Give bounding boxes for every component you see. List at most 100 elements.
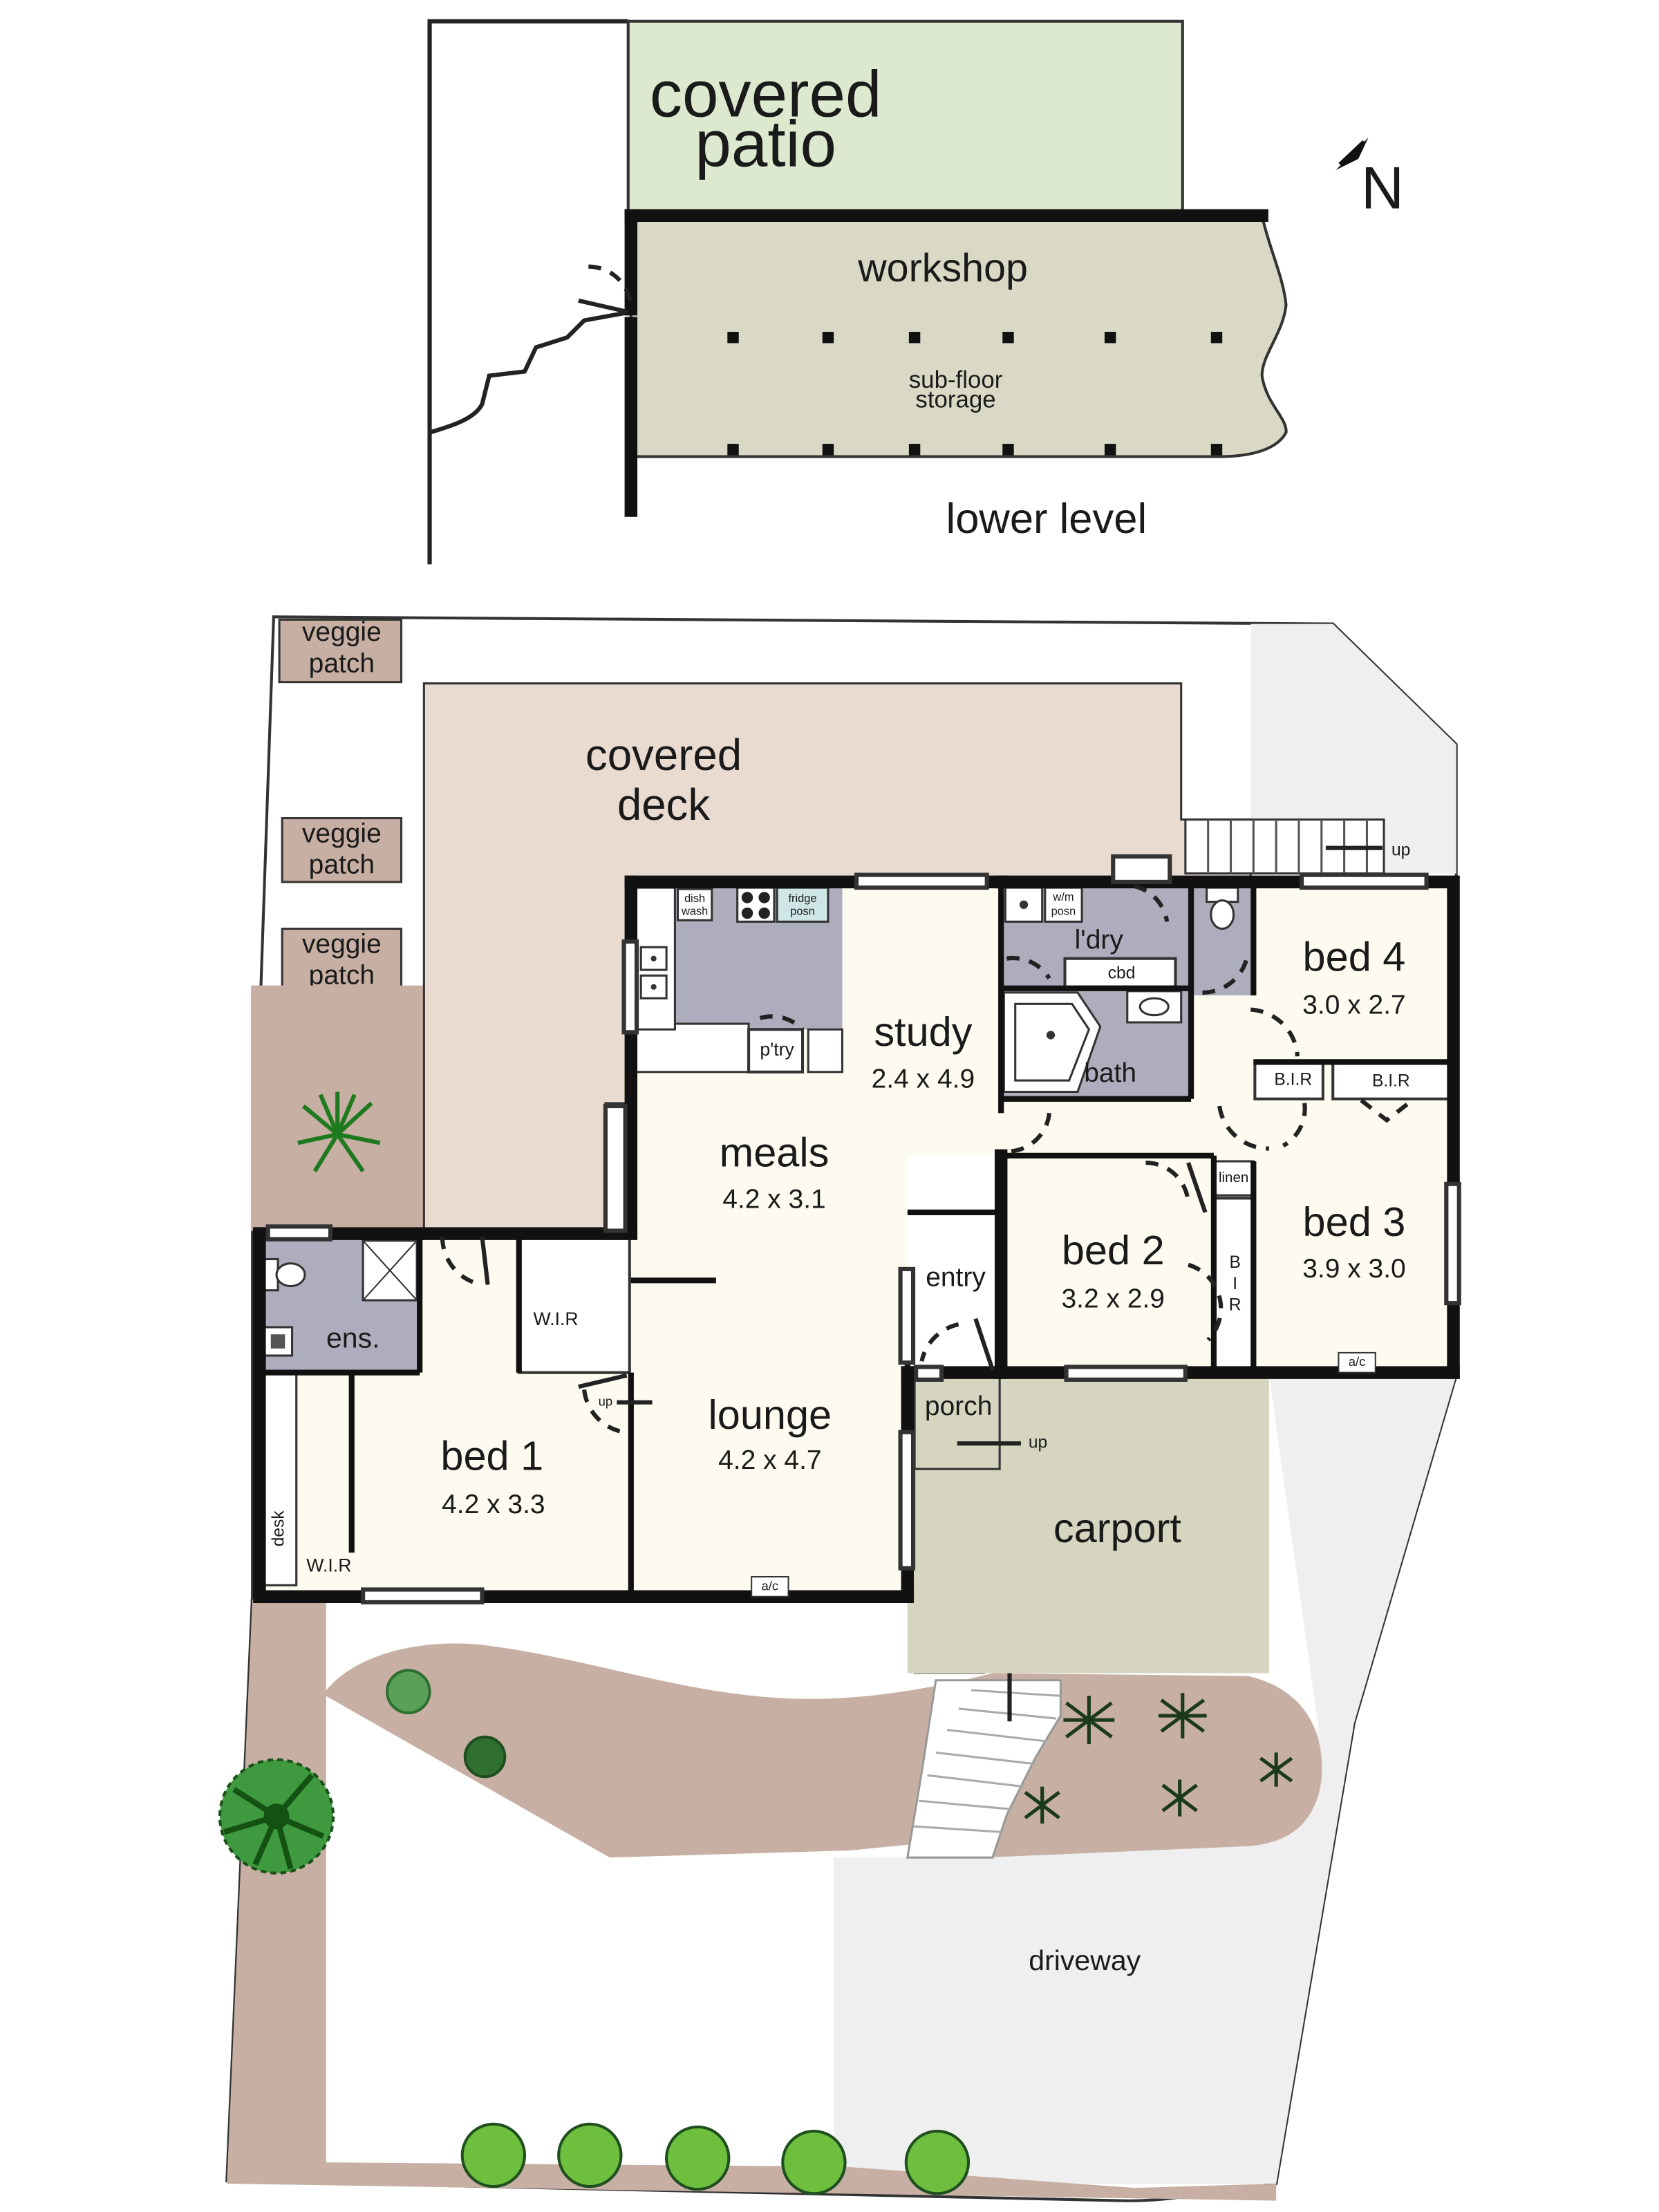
shrub-icon [460, 2122, 971, 2195]
washing-machine [1044, 886, 1083, 923]
bir-bed4 [1253, 1060, 1324, 1100]
covered-deck-label: covered [585, 731, 742, 780]
bed2-floor [1001, 1155, 1214, 1373]
bir-bed2-label-i: I [1232, 1275, 1237, 1293]
sink-icon [1004, 886, 1044, 923]
veggie-patch-2 [281, 817, 403, 883]
dishwasher-label-2: wash [681, 905, 708, 917]
ac-bed3 [1338, 1351, 1376, 1374]
bed1-step-up-label: up [599, 1394, 613, 1409]
veggie-patch-3-label: veggie [302, 930, 382, 959]
lounge-dimensions: 4.2 x 4.7 [718, 1445, 821, 1475]
lower-level-title: lower level [946, 495, 1147, 543]
house: p'try W.I.R desk W.I.R B.I.R B.I.R linen… [253, 854, 1461, 1674]
linen-label: linen [1219, 1170, 1248, 1185]
bir-bed2-label-b: B [1229, 1253, 1240, 1272]
shrub-icon [385, 1669, 507, 1779]
pantry-label: p'try [760, 1039, 794, 1060]
ac-lounge-label: a/c [762, 1578, 779, 1593]
shower-icon [362, 1239, 418, 1302]
front-garden-bed [323, 1643, 1322, 1858]
pantry-side [807, 1028, 843, 1074]
bir-bed2 [1213, 1197, 1255, 1370]
veggie-patch-1-label: veggie [302, 617, 382, 647]
step-arrows: up up [599, 1394, 1048, 1452]
subfloor-storage-label-2: storage [915, 386, 995, 413]
bir-bed3-label: B.I.R [1372, 1072, 1410, 1091]
bed3-label: bed 3 [1303, 1199, 1406, 1245]
wir-bed1 [517, 1235, 631, 1374]
covered-deck-label-2: deck [617, 780, 711, 830]
north-arrow-icon [1335, 137, 1369, 171]
lower-level-boundary [427, 19, 628, 565]
support-posts [727, 332, 1223, 456]
subfloor-storage-label: sub-floor [909, 366, 1003, 393]
deck-stairs: up [1184, 818, 1410, 875]
veggie-patch-3-label-2: patch [309, 961, 375, 991]
entry-label: entry [926, 1263, 986, 1293]
veggie-patch-1-label-2: patch [309, 648, 375, 678]
palm-plant-icon [1024, 1693, 1293, 1824]
study-dimensions: 2.4 x 4.9 [872, 1064, 975, 1094]
porch-label: porch [925, 1391, 992, 1421]
veggie-patch-2-label-2: patch [309, 850, 375, 880]
kitchen-cabinet [634, 1022, 750, 1074]
meals-label: meals [720, 1130, 830, 1176]
workshop-label: workshop [857, 246, 1028, 290]
north-label: N [1361, 156, 1404, 222]
covered-patio [626, 19, 1184, 214]
veggie-patch-2-label: veggie [302, 819, 382, 849]
laundry-label: l'dry [1075, 925, 1124, 955]
sink-icon [262, 1326, 294, 1357]
wir-robe-label: W.I.R [306, 1555, 351, 1576]
doors [440, 884, 1414, 1434]
driveway-area [834, 1375, 1456, 2184]
fridge-label-2: posn [790, 905, 815, 917]
bed1-dimensions: 4.2 x 3.3 [442, 1490, 545, 1519]
veggie-patch-3 [281, 928, 403, 994]
dishwasher [676, 888, 713, 921]
porch-step-up-label: up [1029, 1434, 1047, 1452]
sink-icon [639, 946, 668, 1000]
bath-label: bath [1084, 1058, 1136, 1088]
palm-plant-icon [297, 1091, 381, 1173]
bed4-label: bed 4 [1303, 933, 1406, 980]
ac-lounge [751, 1576, 789, 1597]
ground-contour [429, 310, 632, 435]
washing-machine-label: w/m [1052, 891, 1074, 903]
windows [265, 854, 1461, 1605]
wir-bed1-label: W.I.R [534, 1309, 579, 1329]
fridge-label: fridge [789, 892, 817, 905]
bed3-dimensions: 3.9 x 3.0 [1302, 1254, 1405, 1284]
lounge-label: lounge [709, 1391, 832, 1438]
deck-stairs-up-label: up [1391, 841, 1410, 859]
lower-level: covered patio workshop sub-floor storage… [427, 19, 1404, 565]
bir-bed4-label: B.I.R [1274, 1071, 1312, 1089]
cooktop-icon [736, 886, 776, 923]
bed2-label: bed 2 [1062, 1227, 1165, 1273]
linen [1214, 1160, 1255, 1197]
bir-bed2-label-r: R [1229, 1296, 1241, 1315]
study-label: study [874, 1009, 972, 1055]
laundry-cupboard-label: cbd [1108, 964, 1136, 983]
fridge [776, 886, 830, 923]
dishwasher-label: dish [684, 892, 705, 905]
driveway-label: driveway [1029, 1944, 1141, 1976]
ac-bed3-label: a/c [1349, 1354, 1366, 1369]
bathtub-icon [1002, 991, 1102, 1094]
bed2-dimensions: 3.2 x 2.9 [1062, 1284, 1165, 1313]
front-steps [906, 1679, 1062, 1859]
meals-dimensions: 4.2 x 3.1 [722, 1185, 825, 1215]
bed4-dimensions: 3.0 x 2.7 [1302, 991, 1405, 1020]
covered-patio-label-2: patio [695, 107, 836, 180]
carport-label: carport [1053, 1505, 1182, 1551]
bed1-label: bed 1 [440, 1432, 543, 1479]
pantry [747, 1028, 805, 1074]
ensuite-label: ens. [326, 1322, 380, 1353]
covered-patio-label: covered [650, 58, 882, 131]
workshop-door-swing [588, 264, 633, 310]
tree-icon [218, 1758, 335, 1875]
side-path [1250, 624, 1456, 874]
workshop [629, 214, 1288, 458]
